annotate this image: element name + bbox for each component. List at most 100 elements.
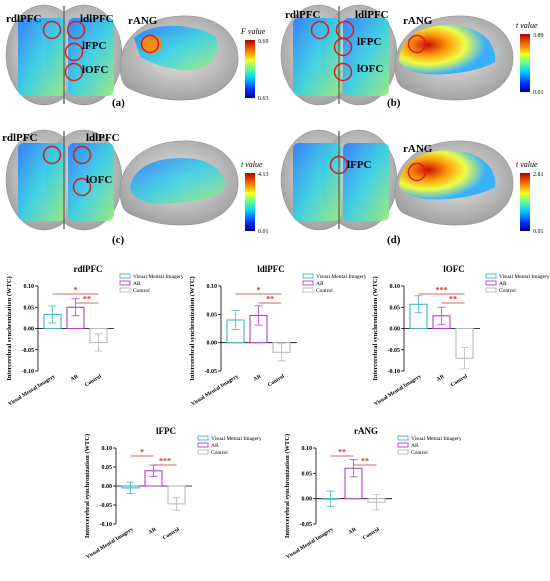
legend-label: Control bbox=[133, 288, 150, 294]
legend-label: Visual Mental Imagery bbox=[316, 274, 366, 280]
y-tick-label: -0.10 bbox=[22, 369, 35, 375]
panel-label: (b) bbox=[387, 97, 401, 109]
legend-label: AR bbox=[211, 443, 219, 449]
legend-swatch bbox=[119, 273, 131, 279]
significance-label: ** bbox=[449, 295, 457, 304]
roi-circle bbox=[64, 42, 84, 62]
roi-label: rANG bbox=[128, 15, 158, 27]
legend-swatch bbox=[485, 273, 497, 279]
roi-label: lFPC bbox=[82, 40, 106, 52]
chart-title: rANG bbox=[354, 426, 378, 436]
legend-label: Control bbox=[316, 288, 333, 294]
legend-swatch bbox=[197, 435, 209, 441]
svg-text:0.01: 0.01 bbox=[533, 229, 544, 235]
y-tick-label: 0.00 bbox=[390, 327, 401, 333]
roi-label: lOFC bbox=[82, 64, 108, 76]
legend-label: AR bbox=[499, 281, 507, 287]
panel-label: (a) bbox=[112, 97, 125, 109]
brain-side-view bbox=[394, 15, 514, 101]
category-label: AR bbox=[148, 526, 159, 536]
legend-swatch bbox=[197, 449, 209, 455]
category-label: Visual Mental Imagery bbox=[7, 373, 56, 407]
significance-label: ** bbox=[361, 457, 369, 466]
legend-label: AR bbox=[133, 281, 141, 287]
y-tick-label: -0.05 bbox=[205, 369, 218, 375]
legend-label: Visual Mental Imagery bbox=[499, 274, 550, 280]
roi-label: lOFC bbox=[357, 63, 383, 75]
legend-swatch bbox=[397, 435, 409, 441]
legend-swatch bbox=[302, 273, 314, 279]
legend-swatch bbox=[119, 287, 131, 293]
category-label: Control bbox=[450, 373, 469, 388]
y-tick-label: 0.05 bbox=[102, 465, 113, 471]
legend-swatch bbox=[397, 449, 409, 455]
legend-swatch bbox=[397, 442, 409, 448]
chart-title: lOFC bbox=[443, 264, 465, 274]
category-label: AR bbox=[70, 373, 81, 383]
roi-label: lOFC bbox=[86, 174, 112, 186]
legend-swatch bbox=[197, 442, 209, 448]
roi-circle bbox=[407, 162, 427, 182]
y-tick-label: 0.00 bbox=[24, 327, 35, 333]
svg-text:0.01: 0.01 bbox=[258, 229, 269, 235]
roi-label: rdlPFC bbox=[285, 9, 320, 21]
y-tick-label: 0.10 bbox=[302, 446, 313, 452]
panel-label: (d) bbox=[387, 234, 401, 246]
y-tick-label: 0.10 bbox=[390, 284, 401, 290]
roi-label: rdlPFC bbox=[6, 13, 41, 25]
legend-label: Visual Mental Imagery bbox=[133, 274, 183, 280]
roi-circle bbox=[140, 34, 160, 54]
roi-circle bbox=[66, 20, 86, 40]
roi-label: ldlPFC bbox=[80, 13, 114, 25]
brain-side-view bbox=[119, 140, 239, 226]
category-label: Visual Mental Imagery bbox=[85, 526, 134, 560]
significance-label: *** bbox=[436, 286, 448, 295]
svg-text:F value: F value bbox=[240, 27, 266, 36]
y-tick-label: -0.05 bbox=[22, 348, 35, 354]
roi-circle bbox=[64, 62, 84, 82]
roi-circle bbox=[407, 34, 427, 54]
category-label: Visual Mental Imagery bbox=[285, 526, 334, 560]
roi-label: ldlPFC bbox=[86, 132, 120, 144]
category-label: Visual Mental Imagery bbox=[190, 373, 239, 407]
significance-label: ** bbox=[338, 448, 346, 457]
chart-title: lFPC bbox=[156, 426, 176, 436]
y-tick-label: -0.05 bbox=[100, 503, 113, 509]
legend-label: Control bbox=[411, 450, 428, 456]
svg-text:9.69: 9.69 bbox=[258, 39, 269, 45]
legend-label: AR bbox=[316, 281, 324, 287]
y-axis-label: Intercerebral synchronization (WTC) bbox=[372, 276, 379, 380]
legend-swatch bbox=[302, 287, 314, 293]
roi-circle bbox=[333, 37, 353, 57]
category-label: Control bbox=[162, 526, 181, 541]
svg-text:t value: t value bbox=[516, 160, 538, 169]
category-label: AR bbox=[348, 526, 359, 536]
significance-label: ** bbox=[83, 295, 91, 304]
y-tick-label: 0.05 bbox=[24, 305, 35, 311]
chart-title: ldlPFC bbox=[257, 264, 285, 274]
roi-circle bbox=[72, 177, 92, 197]
chart-title: rdlPFC bbox=[74, 264, 103, 274]
legend-label: Control bbox=[211, 450, 228, 456]
roi-label: lFPC bbox=[347, 159, 371, 171]
significance-label: * bbox=[140, 448, 144, 457]
y-tick-label: -0.05 bbox=[300, 522, 313, 528]
y-tick-label: 0.10 bbox=[207, 284, 218, 290]
significance-label: ** bbox=[266, 295, 274, 304]
roi-circle bbox=[310, 20, 330, 40]
y-tick-label: 0.00 bbox=[102, 484, 113, 490]
roi-label: rdlPFC bbox=[2, 132, 37, 144]
significance-label: *** bbox=[159, 457, 171, 466]
brain-top-view bbox=[5, 4, 123, 106]
